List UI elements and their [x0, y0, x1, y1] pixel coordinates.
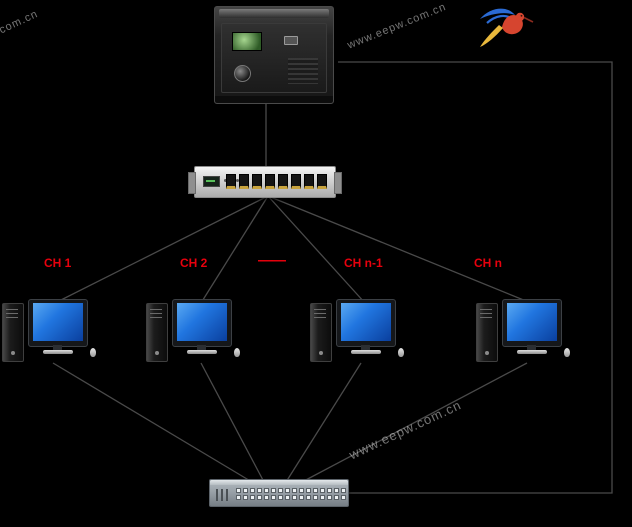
pc-screen — [177, 303, 227, 341]
instrument-connector-knob — [234, 65, 251, 82]
instrument-base — [215, 96, 333, 103]
monitor-stand — [197, 345, 206, 350]
pc-tower — [146, 303, 168, 362]
line-pc3-to-switch — [285, 362, 362, 483]
rack-ear-right — [334, 172, 342, 194]
pc-screen — [33, 303, 83, 341]
instrument-brand-badge — [284, 36, 298, 45]
line-ch2 — [200, 195, 269, 304]
pc-tower — [476, 303, 498, 362]
channel-label-1: CH 1 — [44, 256, 72, 270]
monitor-base — [351, 350, 381, 354]
pc-mouse — [234, 348, 240, 357]
line-pc2-to-switch — [200, 362, 265, 483]
monitor-base — [43, 350, 73, 354]
line-switch-loopback — [338, 61, 613, 494]
pc-monitor — [172, 299, 232, 347]
workstation-2 — [146, 299, 242, 365]
switch-top-face — [210, 480, 348, 485]
ethernet-switch — [209, 479, 349, 507]
switch-vents — [216, 489, 230, 501]
distributor-output-ports — [226, 174, 327, 189]
switch-ports — [236, 488, 346, 500]
pc-tower — [2, 303, 24, 362]
pc-monitor — [28, 299, 88, 347]
master-instrument — [214, 6, 334, 104]
rack-ear-left — [188, 172, 196, 194]
distributor-display — [203, 176, 220, 187]
line-ch1 — [54, 195, 269, 304]
pc-mouse — [564, 348, 570, 357]
pc-screen — [341, 303, 391, 341]
monitor-base — [517, 350, 547, 354]
instrument-display-screen — [232, 32, 262, 51]
hummingbird-logo-icon — [480, 8, 534, 47]
instrument-handle — [219, 9, 329, 18]
instrument-vents — [288, 58, 318, 84]
hummingbird-logo — [474, 4, 534, 52]
pc-mouse — [90, 348, 96, 357]
line-pc4-to-switch — [301, 362, 528, 483]
monitor-stand — [527, 345, 536, 350]
line-chn1 — [267, 195, 366, 304]
workstation-3 — [310, 299, 406, 365]
workstation-4 — [476, 299, 572, 365]
line-chn — [267, 195, 532, 304]
line-pc1-to-switch — [52, 362, 253, 483]
monitor-stand — [361, 345, 370, 350]
channel-label-ellipsis: —— — [258, 252, 286, 269]
channel-distribution-unit — [188, 166, 342, 198]
pc-monitor — [502, 299, 562, 347]
pc-monitor — [336, 299, 396, 347]
pc-tower — [310, 303, 332, 362]
monitor-base — [187, 350, 217, 354]
instrument-front-panel — [221, 23, 327, 93]
channel-label-2: CH 2 — [180, 256, 208, 270]
pc-screen — [507, 303, 557, 341]
channel-label-n-1: CH n-1 — [344, 256, 383, 270]
monitor-stand — [53, 345, 62, 350]
channel-label-n: CH n — [474, 256, 502, 270]
workstation-1 — [2, 299, 98, 365]
pc-mouse — [398, 348, 404, 357]
